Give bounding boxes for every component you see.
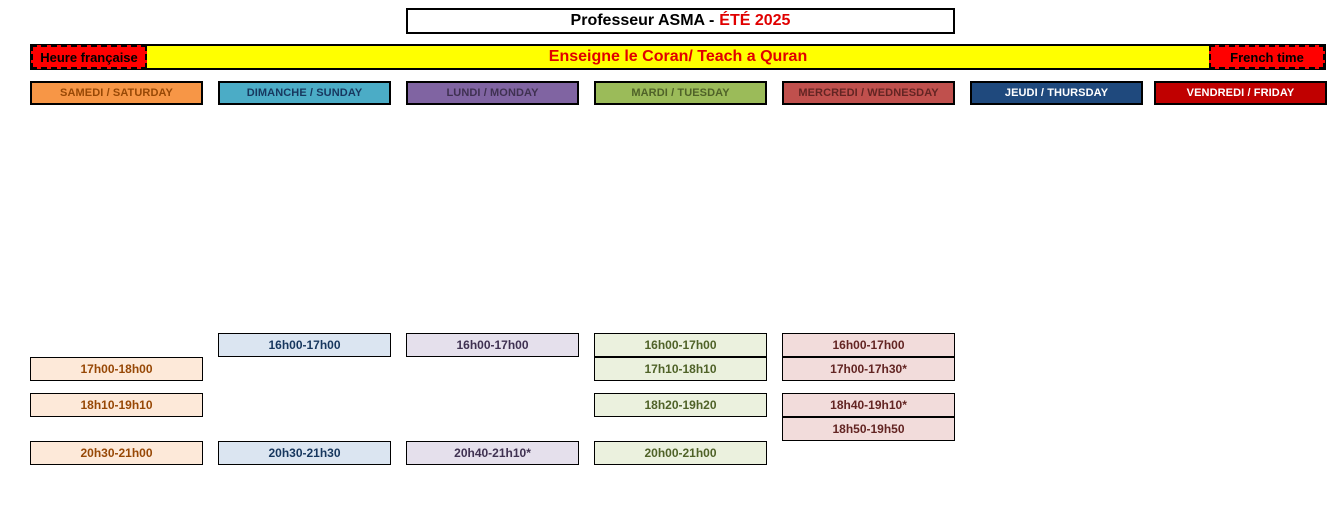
time-slot-wednesday: 17h00-17h30* [782, 357, 955, 381]
time-slot-monday: 16h00-17h00 [406, 333, 579, 357]
time-slot-wednesday: 18h40-19h10* [782, 393, 955, 417]
time-slot-tuesday: 18h20-19h20 [594, 393, 767, 417]
timezone-label-left: Heure française [31, 45, 147, 69]
day-header-monday: LUNDI / MONDAY [406, 81, 579, 105]
subtitle-banner: Enseigne le Coran/ Teach a Quran Heure f… [30, 44, 1326, 70]
day-header-sunday: DIMANCHE / SUNDAY [218, 81, 391, 105]
time-slot-monday: 20h40-21h10* [406, 441, 579, 465]
title-main: Professeur ASMA - [570, 12, 715, 29]
day-header-saturday: SAMEDI / SATURDAY [30, 81, 203, 105]
time-slot-tuesday: 20h00-21h00 [594, 441, 767, 465]
time-slot-wednesday: 16h00-17h00 [782, 333, 955, 357]
banner-text: Enseigne le Coran/ Teach a Quran [548, 48, 808, 65]
time-slot-sunday: 16h00-17h00 [218, 333, 391, 357]
day-header-wednesday: MERCREDI / WEDNESDAY [782, 81, 955, 105]
time-slot-tuesday: 16h00-17h00 [594, 333, 767, 357]
time-slot-tuesday: 17h10-18h10 [594, 357, 767, 381]
day-header-friday: VENDREDI / FRIDAY [1154, 81, 1327, 105]
time-slot-saturday: 18h10-19h10 [30, 393, 203, 417]
time-slot-saturday: 20h30-21h00 [30, 441, 203, 465]
day-header-thursday: JEUDI / THURSDAY [970, 81, 1143, 105]
time-slot-sunday: 20h30-21h30 [218, 441, 391, 465]
page-title: Professeur ASMA - ÉTÉ 2025 [406, 8, 955, 34]
day-header-tuesday: MARDI / TUESDAY [594, 81, 767, 105]
timezone-label-right: French time [1209, 45, 1325, 69]
title-season: ÉTÉ 2025 [719, 12, 791, 29]
time-slot-saturday: 17h00-18h00 [30, 357, 203, 381]
time-slot-wednesday: 18h50-19h50 [782, 417, 955, 441]
